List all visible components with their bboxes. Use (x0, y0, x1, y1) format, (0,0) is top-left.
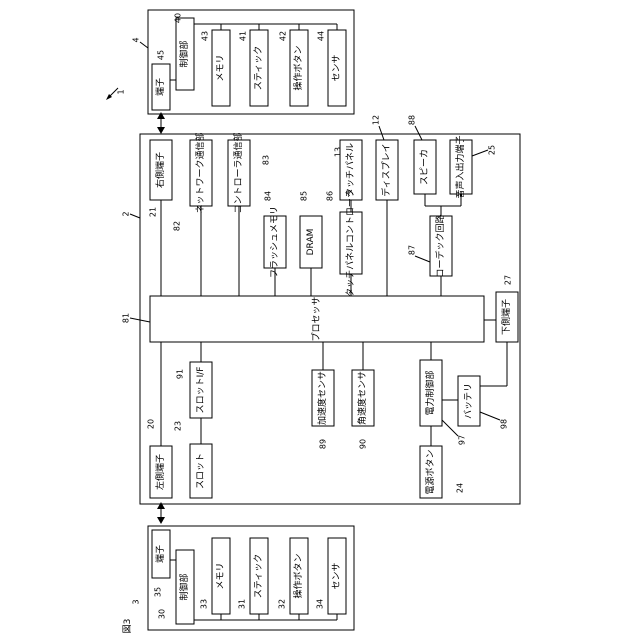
ref-lc-stick: 31 (238, 599, 247, 609)
ref-bottom-terminal: 27 (504, 275, 513, 285)
ref-rc-terminal: 45 (157, 50, 166, 60)
ref-codec: 87 (408, 245, 417, 255)
ref-display: 12 (372, 115, 381, 125)
ref-touch-panel: 13 (334, 147, 343, 157)
codec-label: コーデック回路 (434, 214, 446, 277)
ref-rc-control-unit: 40 (174, 13, 183, 23)
ref-gyro: 90 (359, 439, 368, 449)
rc-link-arrow-down (157, 127, 165, 134)
processor-label: プロセッサ (311, 296, 322, 341)
ref-right-controller: 4 (132, 37, 141, 42)
main-ref-leader (130, 214, 140, 218)
rc-link-arrow-up (157, 112, 165, 119)
accelerometer-label: 加速度センサ (316, 371, 328, 425)
battery-label: バッテリ (463, 383, 474, 419)
ref-touch-controller: 86 (326, 191, 335, 201)
slot-label: スロット (196, 453, 206, 489)
ref-lc-buttons: 32 (278, 599, 287, 609)
speaker-label: スピーカ (419, 149, 430, 185)
ref-power-button: 24 (456, 483, 465, 493)
figure-label: 図3 (122, 619, 133, 634)
rc-memory-label: メモリ (216, 54, 226, 81)
ref-rc-stick: 41 (239, 31, 248, 41)
ref-rc-memory: 43 (201, 31, 210, 41)
power-control-label: 電力制御部 (424, 370, 436, 415)
lc-control-unit-label: 制御部 (178, 573, 190, 600)
ref-processor: 81 (122, 313, 131, 323)
ref-right-terminal: 21 (149, 207, 158, 217)
ref-slot: 23 (174, 421, 183, 431)
bottom-terminal-label: 下側端子 (500, 299, 512, 335)
ref-speaker: 88 (408, 115, 417, 125)
ref-power-control: 97 (458, 435, 467, 445)
lc-link-arrow-up (157, 502, 165, 509)
right-terminal-label: 右側端子 (154, 152, 166, 188)
ref-left-terminal: 20 (147, 419, 156, 429)
power-button-label: 電源ボタン (425, 449, 436, 494)
ref-controller-comm: 83 (262, 155, 271, 165)
network-comm-label: ネットワーク通信部 (194, 132, 206, 213)
gyro-label: 角速度センサ (356, 371, 368, 425)
ref-accelerometer: 89 (319, 439, 328, 449)
ref-lc-control-unit: 30 (158, 609, 167, 619)
ref-lc-memory: 33 (200, 599, 209, 609)
lc-terminal-label: 端子 (154, 545, 166, 563)
ref-network-comm: 82 (173, 221, 182, 231)
ref-slot-if: 91 (176, 369, 185, 379)
ref-rc-buttons: 42 (279, 31, 288, 41)
ref-lc-sensor: 34 (316, 599, 325, 609)
ref-main-unit: 2 (122, 211, 131, 216)
left-terminal-label: 左側端子 (154, 454, 166, 490)
lc-sensor-label: センサ (331, 562, 342, 589)
rc-buttons-label: 操作ボタン (292, 45, 304, 90)
rc-sensor-label: センサ (331, 54, 342, 81)
ref-rc-sensor: 44 (317, 31, 326, 41)
display-label: ディスプレイ (380, 143, 392, 196)
audio-jack-ref-leader (472, 150, 488, 156)
lc-link-arrow-down (157, 517, 165, 524)
lc-stick-label: スティック (253, 554, 264, 598)
lc-buttons-label: 操作ボタン (292, 553, 304, 598)
dram-label: DRAM (306, 229, 316, 256)
lc-memory-label: メモリ (216, 562, 226, 589)
battery-ref-leader (480, 412, 500, 420)
rc-control-unit-label: 制御部 (178, 40, 190, 67)
rc-stick-label: スティック (253, 46, 264, 90)
codec-ref-leader (415, 256, 430, 262)
speaker-ref-leader (415, 126, 422, 140)
touch-panel-label: タッチパネル (345, 143, 356, 197)
flash-memory-label: フラッシュメモリ (269, 206, 280, 278)
ref-battery: 98 (500, 419, 509, 429)
power-control-ref-leader (442, 420, 458, 436)
controller-comm-label: コントローラ通信部 (232, 132, 244, 213)
ref-left-controller: 3 (132, 599, 141, 604)
audio-jack-label: 音声入出力端子 (454, 135, 466, 198)
ref-lc-terminal: 35 (154, 587, 163, 597)
ref-system: 1 (117, 89, 126, 94)
display-ref-leader (379, 126, 384, 140)
rc-ref-leader (140, 42, 148, 48)
ref-dram: 85 (300, 191, 309, 201)
ref-flash-memory: 84 (264, 191, 273, 201)
slot-if-label: スロットI/F (196, 367, 206, 414)
ref-audio-jack: 25 (488, 145, 497, 155)
rc-terminal-label: 端子 (154, 78, 166, 96)
